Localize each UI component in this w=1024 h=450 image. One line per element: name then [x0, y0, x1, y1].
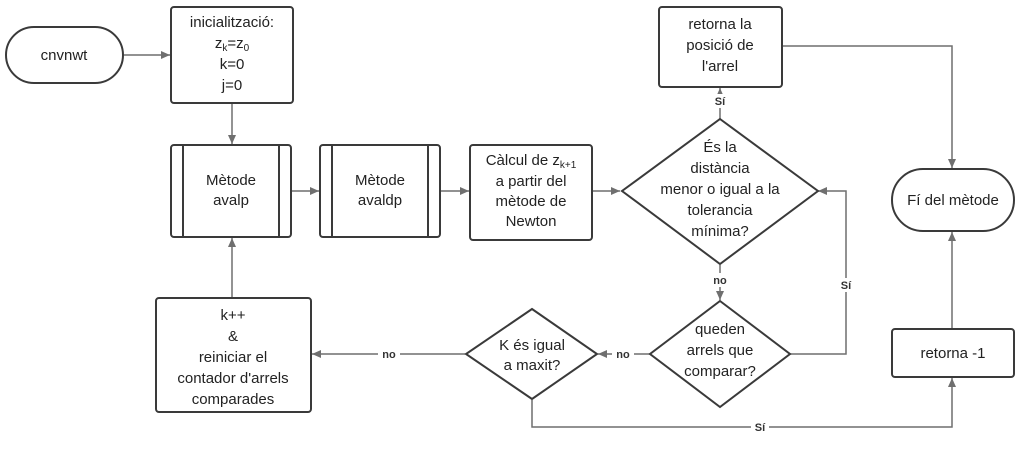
end-terminal: Fí del mètode — [891, 168, 1015, 232]
tol-line5: mínima? — [691, 223, 749, 240]
avaldp-subprocess: Mètode avaldp — [319, 144, 441, 238]
return-neg-process: retorna -1 — [891, 328, 1015, 378]
label-roots-no: no — [616, 349, 630, 361]
init-title: inicialització: — [190, 14, 274, 31]
roots-line2: arrels que — [687, 342, 754, 359]
edge-roots-back-to-tol — [790, 187, 847, 355]
reset-line1: k++ — [220, 307, 245, 324]
avaldp-line2: avaldp — [358, 192, 402, 209]
tol-line3: menor o igual a la — [660, 181, 780, 198]
calc-process: Càlcul de zk+1 a partir del mètode de Ne… — [469, 144, 593, 241]
label-roots-yes: Sí — [841, 280, 852, 292]
calc-line1: Càlcul de zk+1 — [486, 152, 577, 171]
edge-return-root-end — [782, 45, 956, 168]
init-j0: j=0 — [221, 77, 242, 94]
edge-labels: Sí no Sí no no Sí — [378, 94, 855, 434]
tol-line4: tolerancia — [687, 202, 753, 219]
maxit-line2: a maxit? — [504, 357, 561, 374]
end-label: Fí del mètode — [907, 192, 999, 209]
reset-line4: contador d'arrels — [177, 370, 288, 387]
label-maxit-yes: Sí — [755, 422, 766, 434]
maxit-line1: K és igual — [499, 337, 565, 354]
reset-process: k++ & reiniciar el contador d'arrels com… — [155, 297, 312, 413]
init-k0: k=0 — [220, 56, 245, 73]
avaldp-line1: Mètode — [355, 172, 405, 189]
reset-line3: reiniciar el — [199, 349, 267, 366]
tol-line1: És la — [703, 139, 737, 156]
return-root-line1: retorna la — [688, 16, 752, 33]
decision-maxit: K és igual a maxit? — [464, 307, 599, 401]
start-terminal: cnvnwt — [5, 26, 124, 84]
decision-tolerance: És la distància menor o igual a la toler… — [620, 117, 820, 266]
label-tol-no: no — [713, 275, 727, 287]
return-root-process: retorna la posició de l'arrel — [658, 6, 783, 88]
label-maxit-no: no — [382, 349, 396, 361]
return-neg-label: retorna -1 — [920, 345, 985, 362]
tol-line2: distància — [690, 160, 750, 177]
roots-line1: queden — [695, 321, 745, 338]
avalp-line2: avalp — [213, 192, 249, 209]
start-label: cnvnwt — [41, 47, 89, 64]
reset-line2: & — [228, 328, 238, 345]
return-root-line2: posició de — [686, 37, 754, 54]
edges — [124, 45, 956, 428]
init-process: inicialització: zk=z0 k=0 j=0 — [170, 6, 294, 104]
roots-line3: comparar? — [684, 363, 756, 380]
return-root-line3: l'arrel — [702, 58, 738, 75]
reset-line5: comparades — [192, 391, 275, 408]
label-tol-yes: Sí — [715, 96, 726, 108]
avalp-subprocess: Mètode avalp — [170, 144, 292, 238]
edge-maxit-return-neg — [531, 378, 956, 428]
avalp-line1: Mètode — [206, 172, 256, 189]
calc-line3: mètode de — [496, 193, 567, 210]
init-zk-assign: zk=z0 — [215, 35, 250, 54]
decision-roots: queden arrels que comparar? — [648, 299, 792, 409]
calc-line4: Newton — [506, 213, 557, 230]
calc-line2: a partir del — [496, 173, 567, 190]
